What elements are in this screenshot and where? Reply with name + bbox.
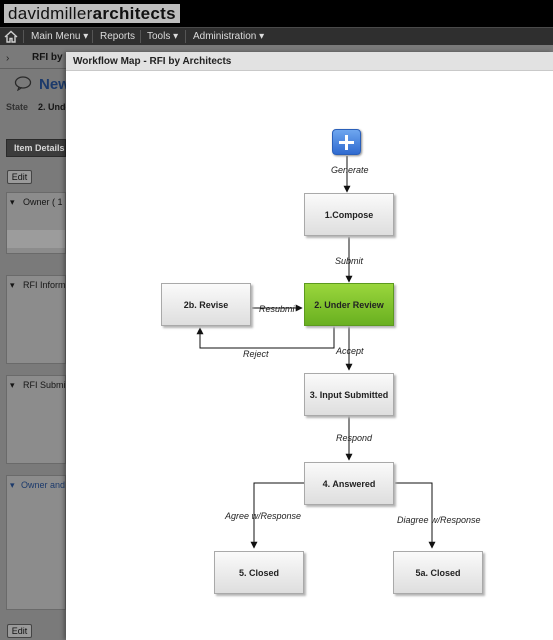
edge-reject — [196, 326, 335, 349]
home-icon[interactable] — [4, 30, 18, 43]
nav-reports[interactable]: Reports — [100, 31, 136, 42]
state-label: State — [6, 102, 29, 112]
nav-separator — [185, 30, 186, 43]
main-nav: Main Menu ▾ Reports Tools ▾ Administrati… — [0, 27, 553, 45]
workflow-edges — [196, 156, 436, 549]
section-toggle-icon[interactable]: ▾ — [10, 480, 15, 490]
nav-tools[interactable]: Tools ▾ — [147, 31, 179, 42]
logo-text-part2: architects — [92, 4, 176, 23]
node-input-submitted[interactable]: 3. Input Submitted — [304, 373, 394, 416]
edit-button[interactable]: Edit — [7, 170, 32, 184]
edge-label-respond: Respond — [336, 433, 373, 443]
start-node-plus-icon[interactable] — [332, 129, 361, 155]
node-closed-a[interactable]: 5a. Closed — [393, 551, 483, 594]
edge-label-diagree: Diagree w/Response — [397, 515, 481, 525]
state-value: 2. Under — [38, 102, 75, 112]
edge-label-resubmit: Resubmi — [259, 304, 295, 314]
breadcrumb-chevron-icon: › — [6, 53, 10, 64]
owner-and-section: ▾ Owner and — [6, 475, 66, 610]
nav-separator — [92, 30, 93, 43]
edge-label-agree: Agree w/Response — [225, 511, 302, 521]
rfi-information-section: ▾ RFI Inform — [6, 275, 66, 364]
section-toggle-icon[interactable]: ▾ — [10, 280, 15, 290]
edge-label-reject: Reject — [243, 349, 269, 359]
rfi-submittal-section: ▾ RFI Submi — [6, 375, 66, 464]
edge-label-generate: Generate — [331, 165, 369, 175]
rfi-information-label: RFI Inform — [23, 280, 66, 290]
nav-separator — [23, 30, 24, 43]
owner-section-label: Owner ( 1 — [23, 197, 63, 207]
edge-diagree — [395, 482, 436, 549]
dialog-header[interactable]: Workflow Map - RFI by Architects — [66, 52, 553, 71]
node-compose[interactable]: 1.Compose — [304, 193, 394, 236]
edit-button-bottom[interactable]: Edit — [7, 624, 32, 638]
logo-text-part1: davidmiller — [8, 4, 93, 23]
chat-bubble-icon — [14, 76, 32, 94]
owner-and-label: Owner and — [21, 480, 66, 490]
nav-administration[interactable]: Administration ▾ — [193, 31, 265, 42]
section-toggle-icon[interactable]: ▾ — [10, 380, 15, 390]
node-revise[interactable]: 2b. Revise — [161, 283, 251, 326]
edge-label-submit: Submit — [335, 256, 364, 266]
nav-main-menu[interactable]: Main Menu ▾ — [31, 31, 89, 42]
nav-separator — [140, 30, 141, 43]
divider — [0, 68, 66, 69]
company-logo[interactable]: davidmillerarchitects — [4, 4, 180, 23]
item-title: New — [39, 76, 70, 93]
node-answered[interactable]: 4. Answered — [304, 462, 394, 505]
node-closed[interactable]: 5. Closed — [214, 551, 304, 594]
owner-row — [7, 230, 65, 248]
node-under-review[interactable]: 2. Under Review — [304, 283, 394, 326]
edge-agree — [250, 482, 304, 549]
edge-label-accept: Accept — [336, 346, 364, 356]
dialog-title: Workflow Map - RFI by Architects — [73, 56, 232, 67]
brand-bar: davidmillerarchitects — [0, 0, 553, 27]
owner-section: ▾ Owner ( 1 — [6, 192, 66, 254]
section-toggle-icon[interactable]: ▾ — [10, 197, 15, 207]
rfi-submittal-label: RFI Submi — [23, 380, 66, 390]
tab-item-details[interactable]: Item Details — [6, 139, 66, 157]
breadcrumb[interactable]: RFI by — [32, 52, 63, 63]
tab-item-details-label: Item Details — [14, 143, 65, 153]
workflow-map-dialog: Workflow Map - RFI by Architects Generat… — [66, 52, 553, 640]
